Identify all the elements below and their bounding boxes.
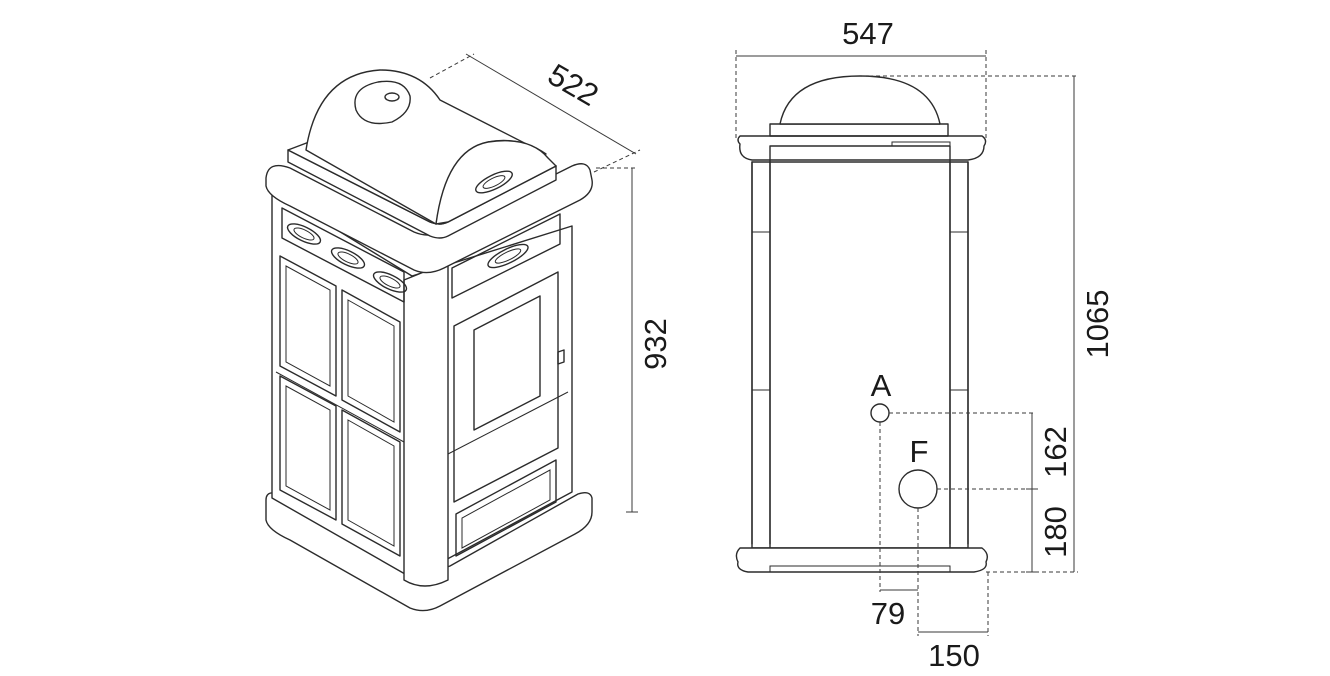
elev-width-label: 547: [842, 16, 894, 51]
elev-left-pilaster: [751, 161, 771, 545]
elevation-view: A F 547 1065 162 180 79 150: [735, 16, 1115, 673]
elev-total-height-label: 1065: [1080, 290, 1115, 359]
iso-dome-knob: [384, 92, 400, 102]
iso-decor-oval-3-inner: [379, 275, 401, 289]
iso-left-upper-door-b: [341, 289, 401, 433]
elev-connection-a-label: A: [871, 368, 892, 403]
iso-height-label: 932: [638, 318, 673, 370]
elev-af-dim-tick: [1026, 488, 1038, 573]
iso-decor-oval-1-inner: [293, 227, 315, 241]
iso-dome-oval-inner: [482, 175, 506, 189]
iso-decor-oval-4: [487, 243, 529, 269]
iso-left-upper-door-b-inner: [347, 299, 395, 423]
elev-a-offset-label: 79: [871, 596, 905, 631]
iso-mid-band-right: [447, 391, 569, 455]
iso-dome-oval: [475, 170, 513, 194]
elev-f-height-label: 180: [1038, 506, 1073, 558]
iso-left-lower-door-b-inner: [347, 419, 395, 547]
iso-corner-pillar: [403, 261, 449, 587]
iso-depth-extension-2: [593, 149, 641, 173]
iso-left-upper-door-a: [279, 255, 337, 397]
iso-left-lower-door-b: [341, 409, 401, 557]
iso-fire-door: [453, 271, 559, 503]
iso-top-cornice: [265, 163, 593, 274]
iso-dome-top-plate: [354, 80, 411, 125]
iso-dome-front: [435, 140, 557, 225]
iso-mid-band-left: [275, 371, 405, 443]
elev-front-panel-top: [770, 141, 951, 147]
iso-left-lower-door-a: [279, 375, 337, 521]
iso-door-hinge: [557, 349, 565, 365]
iso-depth-dim-line: [465, 53, 637, 155]
iso-left-lower-door-a-inner: [285, 385, 331, 511]
elev-a-height-label: 162: [1038, 426, 1073, 478]
iso-right-decor-band: [451, 213, 561, 299]
iso-decor-oval-3: [372, 271, 408, 293]
elev-base-inner: [769, 565, 951, 573]
iso-right-lower-panel: [455, 459, 557, 557]
iso-left-decor-band: [281, 207, 405, 303]
iso-decor-oval-4-inner: [494, 248, 522, 264]
iso-decor-oval-2: [330, 247, 366, 269]
elev-connection-f: [898, 469, 938, 509]
elev-right-pilaster: [949, 161, 969, 545]
iso-decor-oval-1: [286, 223, 322, 245]
iso-right-lower-panel-inner: [461, 469, 551, 549]
elev-f-offset-label: 150: [928, 638, 980, 673]
isometric-view: 522 932: [265, 53, 673, 612]
elev-top-cornice: [737, 135, 987, 161]
iso-depth-extension-1: [429, 53, 475, 79]
elev-dome: [779, 75, 941, 125]
iso-decor-oval-2-inner: [337, 251, 359, 265]
iso-left-upper-door-a-inner: [285, 265, 331, 387]
elev-connection-a: [870, 403, 890, 423]
elev-top-ledge: [769, 123, 949, 137]
elev-connection-f-label: F: [910, 434, 929, 469]
iso-fire-door-glass: [473, 295, 541, 431]
